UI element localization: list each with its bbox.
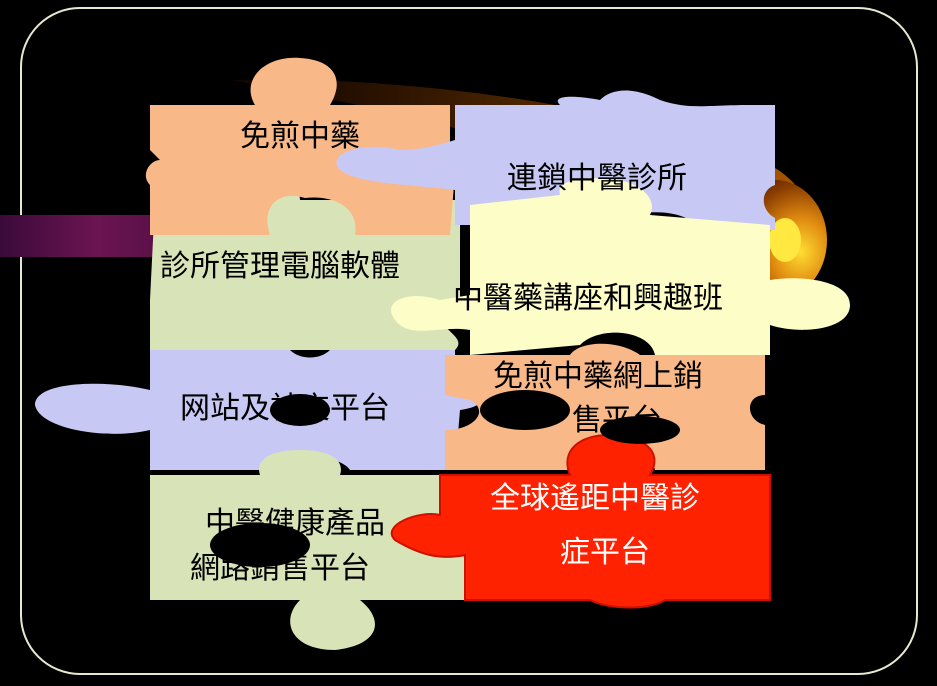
puzzle-piece-4	[391, 178, 850, 355]
piece-5-label: 网站及社交平台	[180, 391, 390, 426]
piece-8-label-line2: 症平台	[560, 535, 650, 570]
piece-6-label-line2: 售平台	[572, 403, 662, 438]
piece-7-label-line2: 網路銷售平台	[190, 551, 370, 586]
shadow-blob	[600, 416, 680, 444]
shadow-blob	[270, 394, 330, 426]
puzzle-piece-8	[391, 433, 771, 609]
piece-6-label-line1: 免煎中藥網上銷	[493, 359, 703, 394]
puzzle-piece-5	[35, 350, 481, 470]
rounded-frame	[20, 7, 918, 675]
piece-3-label: 診所管理電腦軟體	[160, 249, 400, 284]
piece-4-label: 中醫藥講座和興趣班	[453, 281, 723, 316]
puzzle-piece-2	[336, 90, 775, 230]
piece-7-label-line1: 中醫健康產品	[205, 506, 385, 541]
shadow-blob	[210, 523, 310, 567]
shadow-blob	[480, 390, 570, 430]
puzzle-piece-7	[150, 450, 483, 650]
piece-2-label: 連鎖中醫診所	[507, 161, 687, 196]
puzzle-piece-6	[445, 343, 765, 470]
piece-1-label: 免煎中藥	[240, 119, 360, 154]
piece-8-label-line1: 全球遙距中醫診	[490, 481, 700, 516]
decorative-bar	[0, 215, 160, 257]
puzzle-piece-1	[145, 57, 470, 235]
